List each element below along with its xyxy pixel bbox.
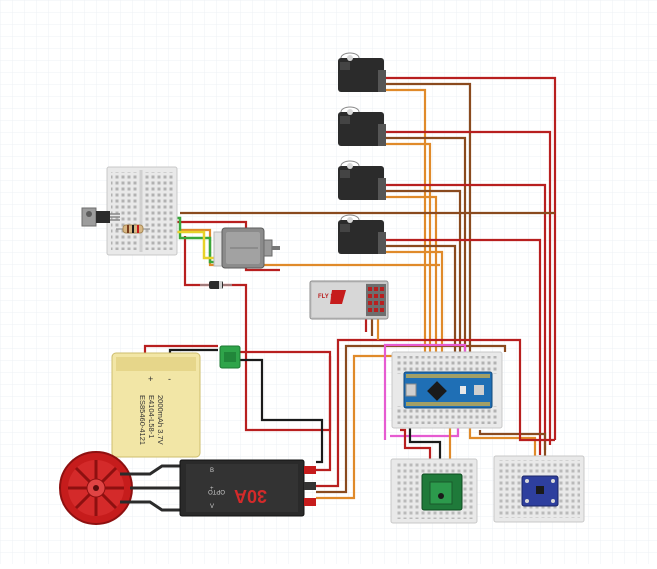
battery-line1: ES85460-4121: [138, 395, 147, 445]
esc-orange-wire: [316, 354, 400, 500]
servo1-ground-wire: [384, 82, 472, 352]
arduino-nano: [403, 371, 493, 409]
small-breadboard: [106, 166, 178, 256]
esc-30a: 30A OPTO B + V: [179, 459, 316, 517]
rc-receiver: FLY SKY: [309, 280, 389, 320]
esc-brown-wire: [316, 344, 507, 494]
servo-4: [338, 214, 386, 254]
servo3-power-wire: [384, 183, 547, 450]
ard-red-rail: [518, 352, 555, 442]
power-switch: [219, 345, 241, 369]
servo2-signal-wire: [384, 142, 432, 358]
battery-plus-label: +: [148, 374, 153, 384]
lipo-battery: + - ES85460-4121 E4104-L58-1 2000mAh 3.7…: [111, 352, 201, 458]
pink-wire-2: [390, 425, 460, 438]
battery-line3: 2000mAh 3.7V: [156, 395, 165, 445]
servo-1: [338, 52, 386, 92]
diode: [200, 281, 232, 289]
battery-minus-label: -: [168, 374, 171, 384]
esc-rating: 30A: [234, 486, 267, 506]
dc-motor: [213, 227, 280, 269]
ard-red-to-sensor1: [400, 428, 432, 465]
esc-brand: OPTO: [208, 488, 225, 494]
servo3-signal-wire: [384, 195, 438, 358]
servo4-power-wire: [384, 238, 542, 455]
gps-module: [421, 473, 463, 511]
servo4-signal-wire: [384, 250, 444, 358]
resistor: [116, 224, 150, 234]
imu-module: [521, 475, 559, 507]
brushless-motor: [59, 451, 133, 525]
servo-2: [338, 106, 386, 146]
ard-black-to-sensor1: [408, 428, 442, 465]
servo2-power-wire: [384, 130, 552, 445]
esc-pin-mid: +: [210, 486, 214, 492]
voltage-regulator: [81, 207, 120, 227]
esc-pin-bot: V: [210, 504, 214, 510]
ard-orange-to-sensor2: [468, 428, 537, 465]
servo3-ground-wire: [384, 189, 462, 352]
servo1-signal-wire: [384, 88, 427, 358]
switch-black-wire: [240, 358, 324, 464]
servo4-ground-wire: [384, 244, 457, 352]
receiver-logo: FLY SKY: [318, 294, 343, 300]
servo2-ground-wire: [384, 136, 467, 352]
battery-line2: E4104-L58-1: [147, 395, 156, 438]
servo1-power-wire: [384, 76, 557, 440]
switch-red-wire: [240, 350, 332, 472]
esc-red-wire: [316, 338, 522, 488]
esc-pin-top: B: [210, 468, 214, 474]
servo-3: [338, 160, 386, 200]
ard-brown-to-sensor2: [478, 430, 547, 465]
motor-esc-leads: [120, 464, 182, 512]
